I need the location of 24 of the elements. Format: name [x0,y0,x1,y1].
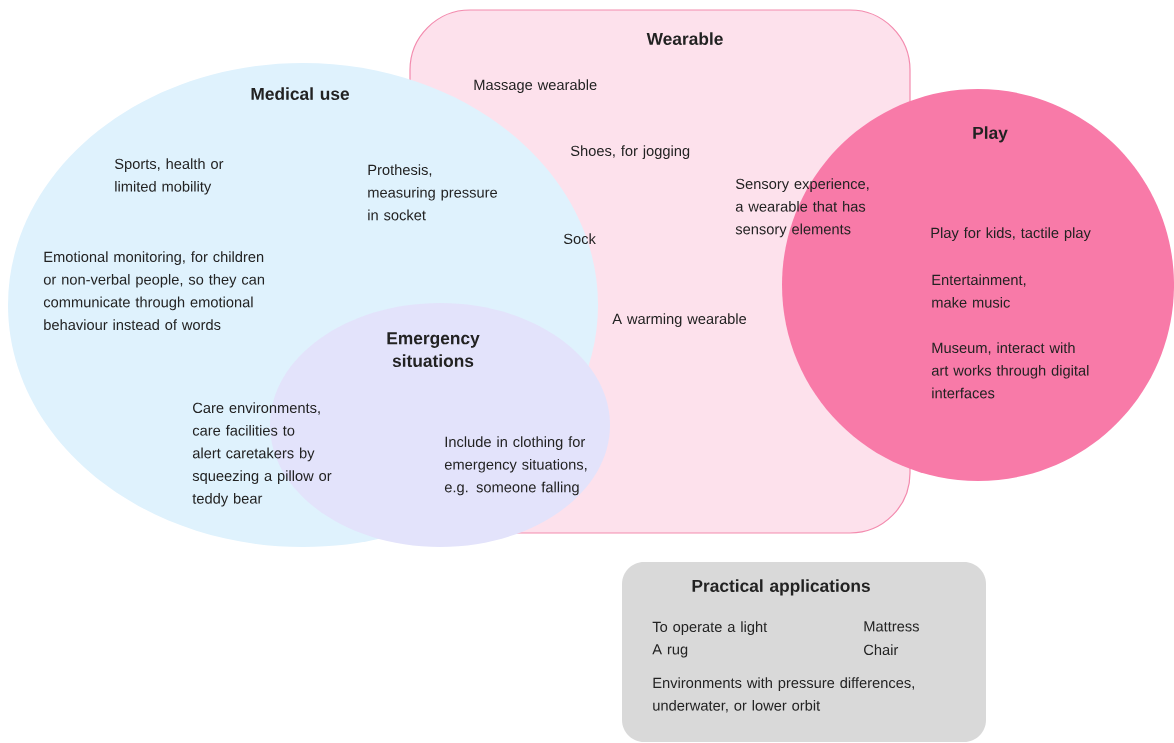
item-text: Emotional monitoring, for children or non-verbal people, so they can communicate through emotional behaviour instead of words [43,251,264,331]
item-text: Entertainment, make music [932,274,1026,308]
item-text: Massage wearable [474,79,597,93]
item-text: Chair [864,644,899,656]
item-text: A rug [652,644,688,658]
category-heading: Wearable [646,32,723,45]
item-text: Care environments, care facilities to alert caretakers by squeezing a pillow or teddy bear [192,402,332,507]
item-text: Sensory experience, a wearable that has sensory elements [735,178,869,238]
category-box [622,562,986,742]
item-text: Prothesis, measuring pressure in socket [368,164,498,221]
item-text: Play for kids, tactile play [931,227,1091,241]
category-heading: Practical applications [692,579,870,596]
item-text: A warming wearable [612,313,747,327]
category-heading: Play [973,126,1008,143]
category-heading: Emergency situations [387,332,480,368]
category-heading: Medical use [251,87,350,100]
item-text: Sock [563,233,596,245]
item-text: Shoes, for jogging [570,145,690,159]
item-text: Include in clothing for emergency situations, e.g. someone falling [444,436,587,496]
item-text: To operate a light [652,621,768,635]
item-text: Sports, health or limited mobility [114,158,224,195]
item-text: Museum, interact with art works through digital interfaces [931,342,1089,399]
item-text: Environments with pressure differences, underwater, or lower orbit [653,677,914,713]
item-text: Mattress [864,621,919,632]
